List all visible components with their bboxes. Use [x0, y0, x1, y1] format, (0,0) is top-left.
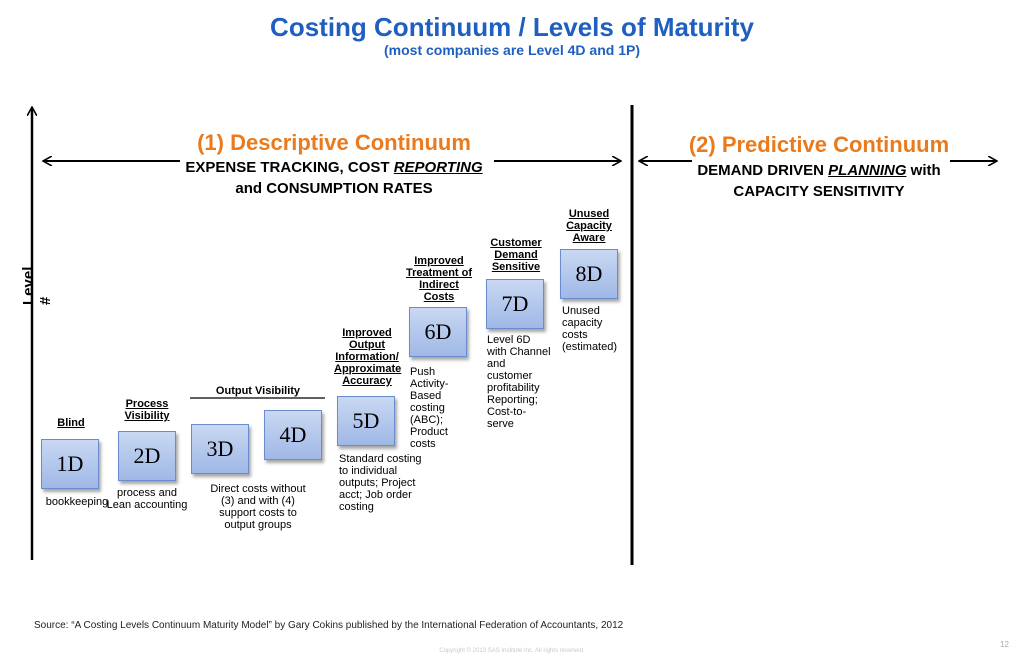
predictive-line1-text: DEMAND DRIVEN — [697, 162, 829, 179]
predictive-subheading: DEMAND DRIVEN PLANNING with CAPACITY SEN… — [680, 160, 958, 202]
descriptive-line2: and CONSUMPTION RATES — [235, 180, 433, 197]
level-box-8d: 8D — [560, 249, 618, 299]
level-desc-5d: Standard costing to individual outputs; … — [339, 453, 422, 513]
level-label-2d: Process Visibility — [116, 398, 178, 422]
level-box-5d: 5D — [337, 396, 395, 446]
predictive-line1-emphasis: PLANNING — [828, 162, 907, 179]
level-label-6d-text: Improved Treatment of Indirect Costs — [406, 255, 473, 303]
predictive-line2: CAPACITY SENSITIVITY — [733, 183, 905, 200]
level-box-7d: 7D — [486, 279, 544, 329]
level-box-1d: 1D — [41, 439, 99, 489]
axis-label: Level # — [20, 266, 54, 305]
level-label-7d: Customer Demand Sensitive — [484, 237, 548, 273]
page-subtitle: (most companies are Level 4D and 1P) — [384, 42, 640, 58]
level-label-7d-text: Customer Demand Sensitive — [490, 237, 542, 273]
level-box-4d: 4D — [264, 410, 322, 460]
level-box-3d: 3D — [191, 424, 249, 474]
output-visibility-label: Output Visibility — [215, 385, 301, 397]
level-label-5d: Improved Output Information/ Approximate… — [334, 327, 402, 387]
level-desc-6d: Push Activity-Based costing (ABC); Produ… — [410, 366, 449, 450]
level-label-2d-text: Process Visibility — [124, 398, 170, 422]
descriptive-subheading: EXPENSE TRACKING, COST REPORTING and CON… — [174, 157, 494, 199]
source-citation: Source: “A Costing Levels Continuum Matu… — [34, 620, 624, 631]
level-label-8d-text: Unused Capacity Aware — [566, 208, 612, 244]
descriptive-line1-emphasis: REPORTING — [393, 159, 483, 176]
level-box-2d: 2D — [118, 431, 176, 481]
level-label-6d: Improved Treatment of Indirect Costs — [406, 255, 472, 303]
descriptive-heading: (1) Descriptive Continuum — [197, 130, 471, 155]
predictive-heading: (2) Predictive Continuum — [688, 132, 950, 157]
level-label-8d: Unused Capacity Aware — [560, 208, 618, 244]
page-title: Costing Continuum / Levels of Maturity — [270, 12, 754, 42]
level-desc-1d: bookkeeping — [45, 496, 109, 508]
level-label-1d: Blind — [41, 417, 101, 429]
level-box-6d: 6D — [409, 307, 467, 357]
level-desc-8d: Unused capacity costs (estimated) — [562, 305, 618, 353]
output-visibility-desc: Direct costs without (3) and with (4) su… — [210, 483, 306, 531]
predictive-line1-suffix: with — [906, 162, 941, 179]
level-desc-2d: process and Lean accounting — [106, 487, 188, 511]
page-number: 12 — [1000, 640, 1009, 649]
level-label-1d-text: Blind — [57, 417, 85, 429]
descriptive-line1-text: EXPENSE TRACKING, COST — [185, 159, 394, 176]
level-desc-7d: Level 6D with Channel and customer profi… — [487, 334, 551, 430]
copyright-notice: Copyright © 2013 SAS Institute Inc. All … — [439, 648, 585, 654]
level-label-5d-text: Improved Output Information/ Approximate… — [334, 327, 402, 387]
